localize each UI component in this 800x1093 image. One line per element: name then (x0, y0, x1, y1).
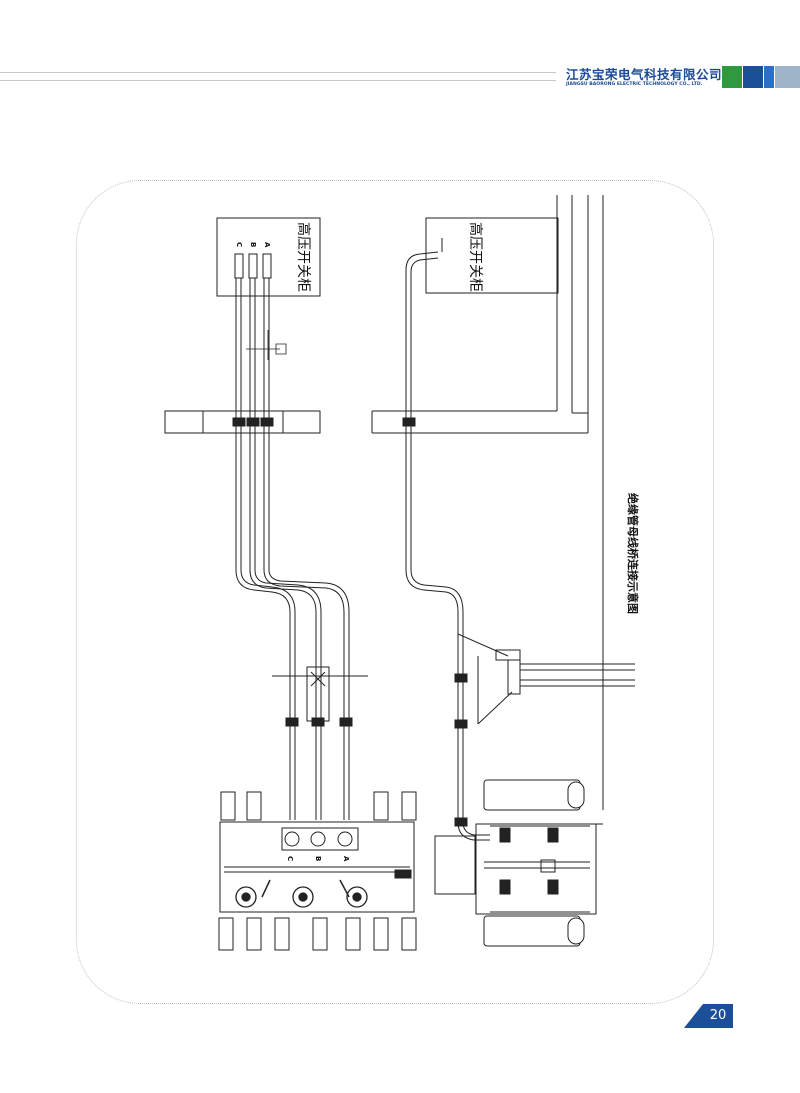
building-walls (371, 195, 604, 810)
diagram-caption: 绝缘管母线桥连接示意图 (626, 493, 639, 614)
phase-label-bottom-c: C (286, 856, 294, 862)
right-support-bracket (457, 633, 635, 725)
phase-label-top-c: C (235, 242, 243, 248)
brand-block-grey (775, 66, 800, 88)
brand-block-navy (743, 66, 763, 88)
company-name-en: JIANGSU BAORONG ELECTRIC TECHNOLOGY CO.,… (566, 82, 703, 87)
left-bushing-tops (234, 253, 272, 279)
lower-clamps (285, 717, 353, 727)
phase-label-top-b: B (249, 242, 257, 248)
phase-label-bottom-a: A (342, 856, 350, 862)
left-wall-section (164, 410, 321, 434)
left-radiator-top (220, 791, 417, 821)
left-radiator-bottom (218, 917, 417, 951)
header-rule-bottom (0, 80, 556, 81)
brand-block-blue (764, 66, 774, 88)
support-clamp-box (306, 666, 330, 722)
left-bottom-bushings (235, 886, 368, 908)
right-transformer (434, 779, 603, 947)
brand-block-green (722, 66, 742, 88)
left-transformer-body (219, 821, 415, 913)
left-phase-busbars (235, 258, 350, 820)
phase-label-bottom-b: B (314, 856, 322, 862)
header-rule-top (0, 72, 556, 73)
right-cabinet-label: 高压开关柜 (467, 222, 483, 292)
company-name-cn: 江苏宝荣电气科技有限公司 (566, 67, 723, 82)
page-number-tab (684, 1004, 703, 1028)
left-wall-clamps (232, 417, 274, 427)
right-switchgear-cabinet (425, 217, 559, 294)
dim-mark (246, 330, 287, 360)
phase-label-top-a: A (263, 242, 271, 248)
left-cabinet-label: 高压开关柜 (295, 222, 311, 292)
left-terminal-bushings (284, 831, 353, 847)
page-number: 20 (703, 1004, 733, 1028)
diagram-frame (76, 180, 714, 1004)
right-wall-clamp (402, 417, 416, 427)
